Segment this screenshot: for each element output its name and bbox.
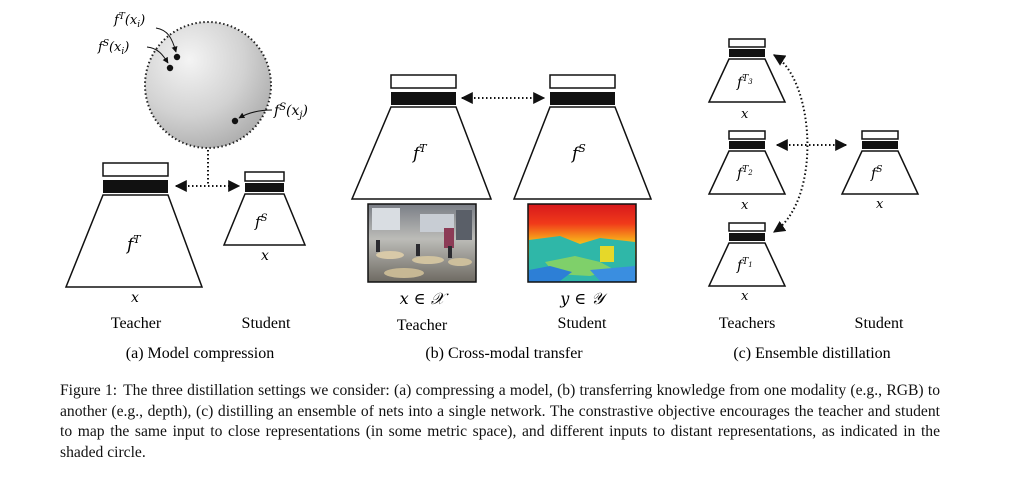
student-output-box [244, 171, 285, 182]
teacher-2: fT2 x [707, 130, 787, 213]
figure-diagram: fT(xi) fS(xi) fS(xj) fT x Teacher fS x S… [64, 12, 920, 362]
teacher-output-box [102, 162, 169, 177]
teacher-embedding-bar [103, 180, 168, 193]
teacher-output-box [390, 74, 457, 89]
point-student-xi [166, 64, 174, 72]
panel-c-caption: (c) Ensemble distillation [733, 345, 890, 362]
teacher-label: Teacher [111, 315, 162, 332]
student-trapezoid [512, 106, 653, 200]
panel-b-caption: (b) Cross-modal transfer [425, 345, 583, 362]
student-trapezoid [222, 193, 307, 246]
student: fS x [840, 130, 920, 212]
teacher-trapezoid [64, 194, 204, 288]
teacher-label: Teacher [397, 317, 448, 334]
svg-text:x: x [741, 198, 749, 213]
student-label: Student [242, 315, 291, 332]
panel-c: fT3 x fT2 x fT1 x fS x T [707, 38, 920, 362]
label-teacher-xi: fT(xi) [113, 12, 145, 30]
teacher-input: x [131, 290, 139, 306]
label-student-xj: fS(xj) [273, 102, 308, 121]
panel-b: fT fS [350, 74, 653, 362]
depth-image [527, 203, 637, 283]
figure-number: Figure 1: [60, 382, 118, 399]
teacher-trapezoid [350, 106, 493, 200]
student-output-box [549, 74, 616, 89]
svg-text:x: x [741, 107, 749, 122]
figure-caption: Figure 1: The three distillation setting… [60, 381, 940, 463]
point-teacher-xi [173, 53, 181, 61]
svg-text:x: x [876, 197, 884, 212]
teacher-embedding-bar [391, 92, 456, 105]
rgb-image [367, 203, 477, 283]
teachers-label: Teachers [719, 315, 776, 332]
student-embedding-bar [550, 92, 615, 105]
svg-text:x: x [741, 289, 749, 304]
student-label: Student [855, 315, 904, 332]
panel-a: fT(xi) fS(xi) fS(xj) fT x Teacher fS x S… [64, 12, 308, 362]
label-student-xi: fS(xi) [97, 39, 129, 57]
point-student-xj [231, 117, 239, 125]
embedding-circle [144, 21, 272, 149]
teacher-input: x ∈ 𝒳 [400, 289, 450, 308]
student-input: x [261, 248, 269, 264]
student-input: y ∈ 𝒴 [559, 289, 608, 308]
teacher-3: fT3 x [707, 38, 787, 122]
panel-a-caption: (a) Model compression [126, 345, 274, 362]
student-label: Student [558, 315, 607, 332]
student-embedding-bar [245, 183, 284, 192]
caption-text: The three distillation settings we consi… [60, 382, 940, 461]
teacher-1: fT1 x [707, 222, 787, 304]
